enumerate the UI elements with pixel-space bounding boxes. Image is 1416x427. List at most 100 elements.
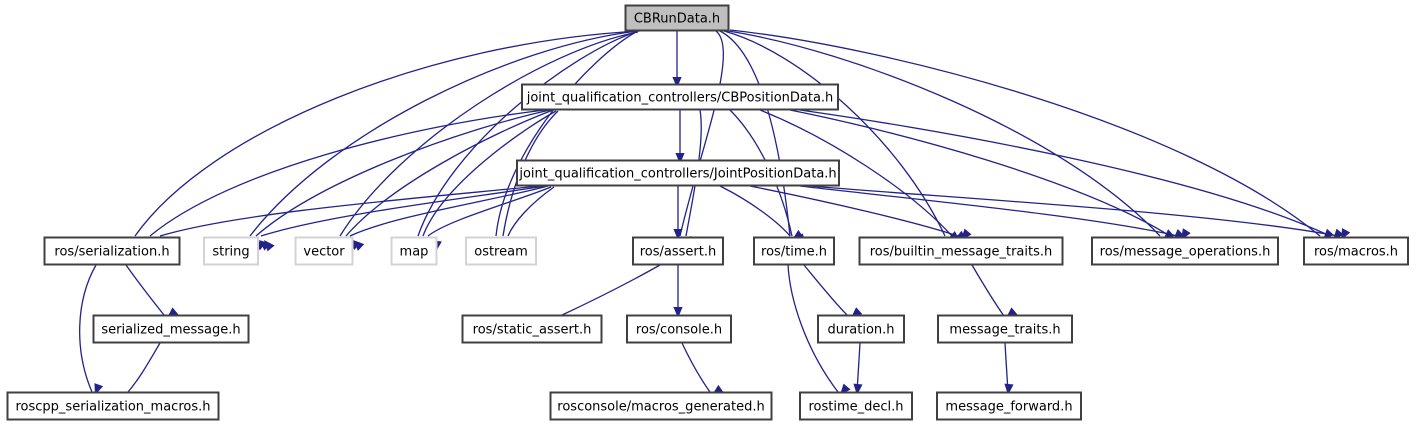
node-serialized_message[interactable]: serialized_message.h <box>92 314 250 344</box>
edge-serialization-to-serialized_message <box>125 264 179 318</box>
node-label: roscpp_serialization_macros.h <box>16 400 211 415</box>
node-box[interactable] <box>624 4 730 32</box>
node-label: CBRunData.h <box>634 12 720 27</box>
node-box[interactable] <box>858 236 1064 266</box>
arrow-head-icon <box>353 240 365 251</box>
node-message_traits[interactable]: message_traits.h <box>937 314 1073 344</box>
node-assert[interactable]: ros/assert.h <box>632 236 724 266</box>
arrow-head-icon <box>675 153 685 164</box>
node-console[interactable]: ros/console.h <box>626 314 732 344</box>
edge-line <box>723 30 946 237</box>
node-box[interactable] <box>937 314 1073 344</box>
edge-line <box>749 185 959 237</box>
node-label: joint_qualification_controllers/JointPos… <box>518 167 836 182</box>
node-vector[interactable]: vector <box>294 236 354 266</box>
node-label: rostime_decl.h <box>808 400 903 415</box>
edge-line <box>260 185 546 237</box>
node-label: joint_qualification_controllers/CBPositi… <box>526 91 834 106</box>
arrow-head-icon <box>673 229 683 240</box>
edge-assert-to-console <box>673 265 683 318</box>
node-box[interactable] <box>1303 236 1409 266</box>
edge-line <box>799 185 1179 237</box>
node-rosconsole_macros[interactable]: rosconsole/macros_generated.h <box>549 391 773 421</box>
edge-line <box>149 109 546 237</box>
node-label: duration.h <box>827 323 894 338</box>
arrow-head-icon <box>1004 383 1014 395</box>
node-root[interactable]: CBRunData.h <box>624 4 730 32</box>
arrow-head-icon <box>853 383 863 395</box>
edge-line <box>719 30 791 237</box>
node-box[interactable] <box>817 314 905 344</box>
node-box[interactable] <box>632 236 724 266</box>
node-label: ros/macros.h <box>1314 245 1398 260</box>
node-box[interactable] <box>294 236 354 266</box>
edge-line <box>495 31 637 237</box>
arrow-head-icon <box>673 307 683 318</box>
edge-root-to-builtin_traits <box>723 30 959 240</box>
edge-root-to-assert <box>679 30 724 246</box>
node-box[interactable] <box>626 314 732 344</box>
node-box[interactable] <box>753 236 835 266</box>
node-string[interactable]: string <box>203 236 259 266</box>
arrow-head-icon <box>672 77 682 88</box>
node-jointposition[interactable]: joint_qualification_controllers/JointPos… <box>516 159 840 187</box>
edge-jointposition-to-vector <box>349 185 549 251</box>
edge-line <box>727 30 1161 237</box>
node-box[interactable] <box>203 236 259 266</box>
node-cbposition[interactable]: joint_qualification_controllers/CBPositi… <box>521 83 839 111</box>
node-builtin_traits[interactable]: ros/builtin_message_traits.h <box>858 236 1064 266</box>
edge-line <box>249 30 639 237</box>
node-ostream[interactable]: ostream <box>465 236 537 266</box>
node-box[interactable] <box>92 314 250 344</box>
node-message_operations[interactable]: ros/message_operations.h <box>1091 236 1279 266</box>
node-box[interactable] <box>516 159 840 187</box>
edge-message_traits-to-message_forward <box>1004 342 1014 395</box>
node-static_assert[interactable]: ros/static_assert.h <box>461 314 603 344</box>
node-box[interactable] <box>6 391 220 421</box>
node-box[interactable] <box>799 391 913 421</box>
node-duration[interactable]: duration.h <box>817 314 905 344</box>
edge-root-to-serialization <box>134 30 641 251</box>
edge-root-to-ostream <box>495 31 637 246</box>
node-label: ros/message_operations.h <box>1100 245 1271 260</box>
node-label: ros/assert.h <box>640 245 717 260</box>
edge-builtin_traits-to-message_traits <box>971 264 1018 318</box>
arrow-head-icon <box>264 240 275 252</box>
node-label: message_forward.h <box>945 400 1072 415</box>
node-message_forward[interactable]: message_forward.h <box>936 391 1082 421</box>
edge-jointposition-to-message_operations <box>799 185 1191 240</box>
node-label: ros/serialization.h <box>54 245 169 260</box>
node-box[interactable] <box>465 236 537 266</box>
node-box[interactable] <box>461 314 603 344</box>
node-box[interactable] <box>936 391 1082 421</box>
edge-root-to-map <box>417 31 637 248</box>
node-macros[interactable]: ros/macros.h <box>1303 236 1409 266</box>
edge-line <box>971 264 1005 317</box>
edge-line <box>427 186 552 237</box>
edge-line <box>422 110 557 237</box>
edge-console-to-rosconsole_macros <box>681 342 724 395</box>
node-label: ros/static_assert.h <box>473 323 592 338</box>
edge-line <box>255 109 551 237</box>
node-map[interactable]: map <box>390 236 438 266</box>
node-box[interactable] <box>521 83 839 111</box>
node-label: ostream <box>474 245 528 260</box>
node-label: ros/console.h <box>636 323 722 338</box>
edge-line <box>759 109 953 237</box>
edge-root-to-time <box>719 30 803 243</box>
node-rostime_decl[interactable]: rostime_decl.h <box>799 391 913 421</box>
node-box[interactable] <box>43 236 181 266</box>
edge-root-to-cbposition <box>672 31 682 88</box>
node-box[interactable] <box>1091 236 1279 266</box>
node-box[interactable] <box>390 236 438 266</box>
node-time[interactable]: ros/time.h <box>753 236 835 266</box>
edge-line <box>809 185 1339 237</box>
node-box[interactable] <box>549 391 773 421</box>
node-roscpp_macros[interactable]: roscpp_serialization_macros.h <box>6 391 220 421</box>
edge-time-to-duration <box>803 264 863 318</box>
edge-line <box>681 342 711 393</box>
node-serialization[interactable]: ros/serialization.h <box>43 236 181 266</box>
edge-cbposition-to-string <box>255 109 551 251</box>
